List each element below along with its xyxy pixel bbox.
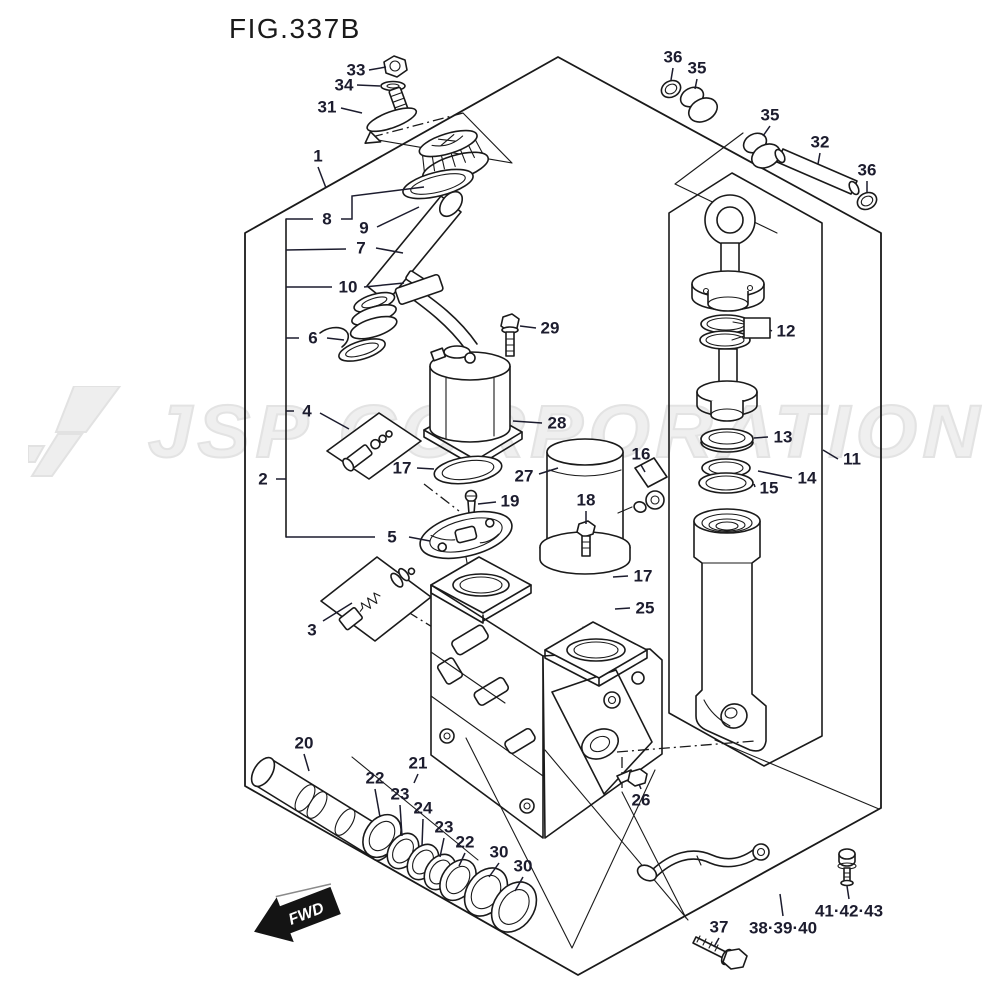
seal-13-drawing xyxy=(700,428,754,453)
cable-38-39-40-drawing xyxy=(636,843,770,882)
leader-lines xyxy=(276,66,868,948)
screw-41-42-43-drawing xyxy=(837,848,857,887)
outer-frame xyxy=(244,56,882,976)
trim-pin-36-drawing xyxy=(660,79,682,99)
valve-19-drawing xyxy=(464,489,478,515)
valve-kit-4-drawing xyxy=(326,412,422,480)
piston-rod-drawing xyxy=(691,194,765,312)
seal-rings-drawing xyxy=(362,813,538,933)
bolt-29-drawing xyxy=(500,313,520,357)
piston-rings-6-drawing xyxy=(319,291,398,362)
bushing-35-drawing xyxy=(679,86,719,123)
nut-33-drawing xyxy=(383,55,408,78)
figure-title: FIG.337B xyxy=(229,13,361,44)
jsp-logo xyxy=(28,386,122,477)
piston-lower-drawing xyxy=(696,348,758,422)
pin-32-drawing xyxy=(774,148,860,196)
cylinder-body-drawing xyxy=(693,508,767,752)
tilt-cylinder-box xyxy=(668,172,823,767)
bolt-37-drawing xyxy=(692,935,748,970)
manifold-body-drawing xyxy=(430,556,663,839)
o-rings-12-drawing xyxy=(699,314,771,350)
motor-28-drawing xyxy=(423,345,523,468)
seal-15-drawing xyxy=(698,472,754,494)
manual-release-valve-31-drawing xyxy=(364,86,418,145)
bushing-35b-drawing xyxy=(742,132,782,169)
joint-16-drawing xyxy=(617,457,668,514)
valve-kit-3-drawing xyxy=(320,556,432,642)
o-ring-17-drawing xyxy=(433,455,503,485)
fwd-arrow: FWD xyxy=(254,883,341,943)
bolt-26-drawing xyxy=(616,768,648,787)
assembly-wedges-front xyxy=(465,737,756,949)
motor-cable-drawing xyxy=(394,273,478,351)
pump-plate-5-drawing xyxy=(419,510,513,560)
bolt-18-drawing xyxy=(576,520,596,557)
ring-36b-drawing xyxy=(856,191,878,211)
